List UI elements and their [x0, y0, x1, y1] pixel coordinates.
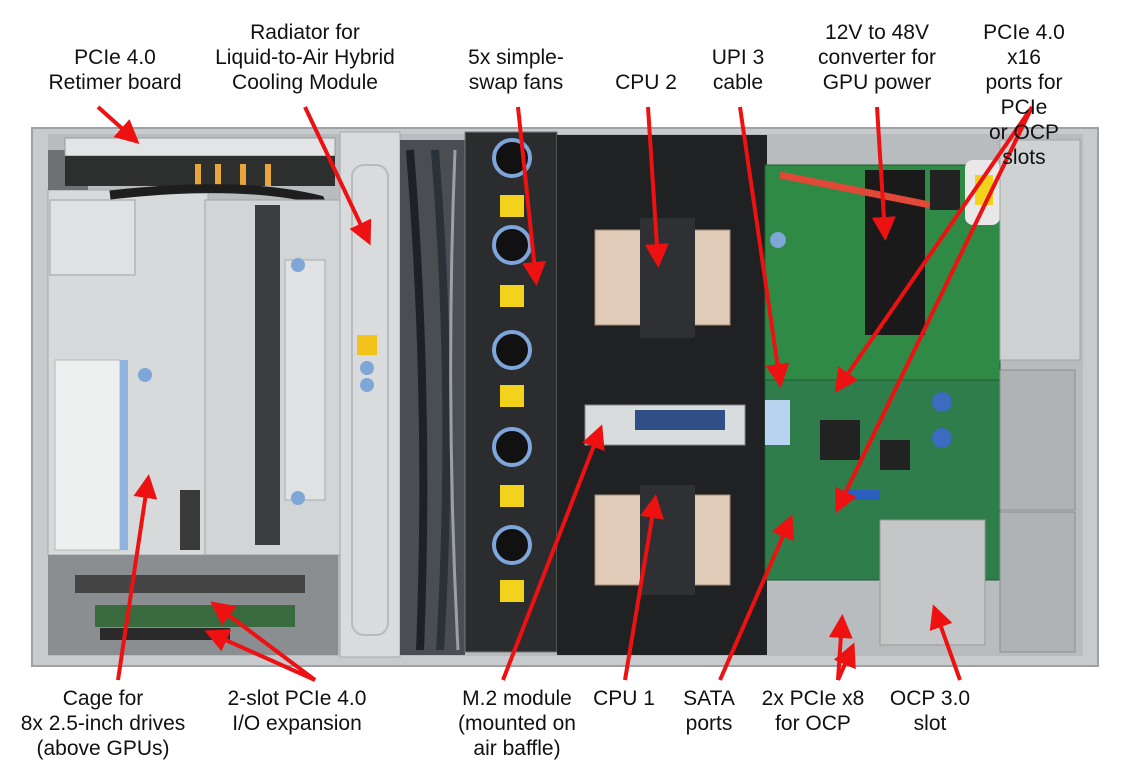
- label-cpu1: CPU 1: [593, 687, 655, 710]
- label-simple-swap-fans: 5x simple- swap fans: [468, 46, 564, 94]
- cpu2-clip: [640, 218, 695, 338]
- io-expansion-area: [48, 555, 338, 655]
- cable-harness: [400, 140, 465, 655]
- right-grille-upper: [999, 369, 1076, 511]
- right-bracket: [999, 139, 1081, 361]
- label-48v-converter: 12V to 48V converter for GPU power: [818, 21, 936, 94]
- cpu1-clip: [640, 485, 695, 595]
- label-ocp-slot: OCP 3.0 slot: [889, 687, 971, 735]
- converter-board: [764, 160, 1001, 381]
- label-sata-ports: SATA ports: [683, 687, 735, 735]
- right-grille-lower: [999, 511, 1076, 653]
- riser-cage: [204, 199, 341, 556]
- retimer-board: [64, 137, 336, 186]
- label-cpu2: CPU 2: [615, 71, 677, 94]
- fan: [492, 330, 532, 407]
- radiator: [339, 131, 401, 658]
- label-pcie-x16-ports: PCIe 4.0 x16 ports for PCIe or OCP slots: [983, 21, 1065, 169]
- cpu-baffle: [557, 135, 767, 655]
- label-io-expansion: 2-slot PCIe 4.0 I/O expansion: [227, 687, 367, 735]
- drive-cage: [47, 189, 209, 556]
- label-drive-cage: Cage for 8x 2.5-inch drives (above GPUs): [20, 687, 186, 760]
- label-retimer-board: PCIe 4.0 Retimer board: [48, 46, 182, 94]
- fan-column: [464, 131, 558, 653]
- label-m2-module: M.2 module (mounted on air baffle): [458, 687, 576, 760]
- label-pcie-x8-ocp: 2x PCIe x8 for OCP: [761, 687, 865, 735]
- label-upi-cable: UPI 3 cable: [711, 46, 765, 94]
- label-radiator: Radiator for Liquid-to-Air Hybrid Coolin…: [215, 21, 395, 94]
- ocp-slot: [879, 519, 986, 646]
